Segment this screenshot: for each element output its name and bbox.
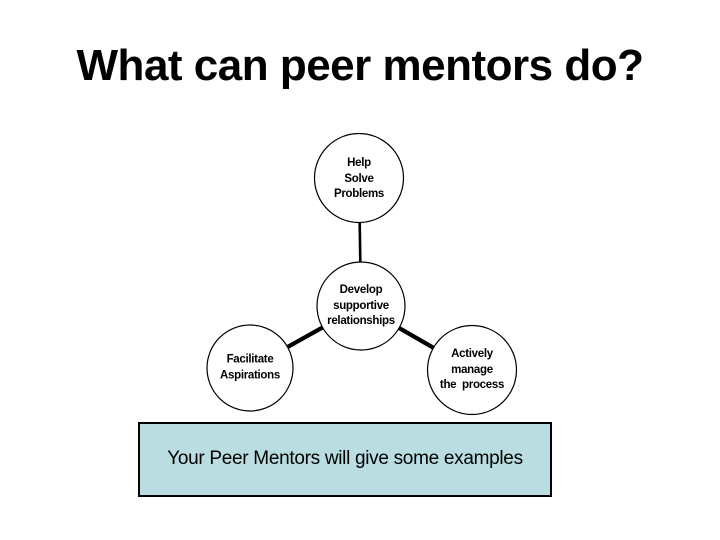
node-circle-help-solve-problems bbox=[313, 132, 405, 224]
node-circle-develop-supportive-relationships bbox=[316, 261, 406, 351]
node-circle-facilitate-aspirations bbox=[206, 324, 294, 412]
node-label-help-solve-problems: Help Solve Problems bbox=[333, 156, 384, 200]
node-label-actively-manage-process: Actively manage the process bbox=[439, 347, 505, 391]
node-label-facilitate-aspirations: Facilitate Aspirations bbox=[220, 353, 280, 382]
callout-text: Your Peer Mentors will give some example… bbox=[167, 447, 523, 469]
slide-title: What can peer mentors do? bbox=[76, 41, 644, 90]
node-label-develop-supportive-relationships: Develop supportive relationships bbox=[327, 283, 395, 327]
node-circle-actively-manage-process bbox=[426, 324, 518, 416]
callout-box: Your Peer Mentors will give some example… bbox=[138, 422, 552, 497]
